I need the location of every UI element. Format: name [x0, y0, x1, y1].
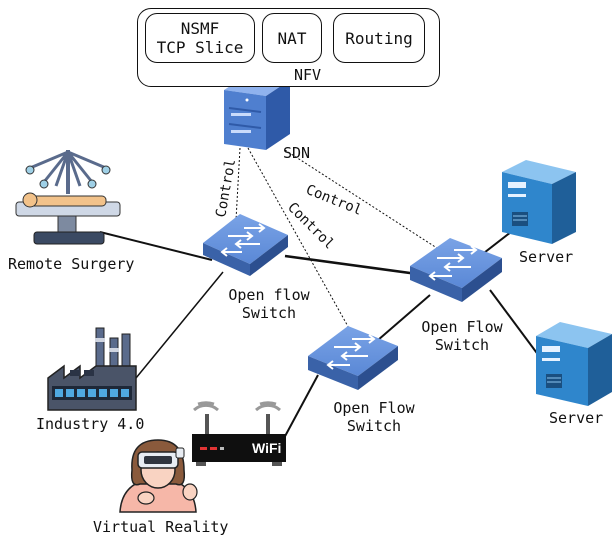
control-label-right: Control [304, 182, 365, 219]
open-flow-switch-bottom-icon [308, 326, 398, 390]
server-top-label: Server [519, 248, 574, 266]
switch-bottom-line1: Open Flow [333, 399, 415, 417]
industry-factory-icon [47, 327, 137, 411]
link-bottom-to-right-switch [377, 294, 431, 341]
control-link-middle [247, 147, 351, 331]
nsmf-label: NSMF [180, 19, 220, 38]
link-wifi-to-bottom-switch [282, 374, 319, 441]
open-flow-switch-bottom-label: Open Flow Switch [324, 399, 424, 435]
server-top-icon [502, 160, 576, 244]
remote-surgery-icon [15, 150, 121, 245]
tcp-slice-label: TCP Slice [156, 38, 244, 57]
sdn-label: SDN [283, 144, 311, 162]
open-flow-switch-right-icon [410, 238, 502, 302]
switch-right-line2: Switch [434, 336, 490, 354]
open-flow-switch-right-label: Open Flow Switch [412, 318, 512, 354]
wifi-label: WiFi [252, 440, 282, 456]
connection-lines [99, 147, 549, 441]
server-bottom-icon [536, 322, 612, 406]
link-surgery-to-left-switch [99, 231, 213, 261]
routing-label: Routing [345, 28, 413, 48]
industry-label: Industry 4.0 [36, 415, 145, 433]
switch-left-line1: Open flow [228, 286, 310, 304]
virtual-reality-label: Virtual Reality [93, 518, 229, 536]
nat-function: NAT [262, 13, 322, 63]
wifi-router-icon [192, 401, 286, 466]
switch-left-line2: Switch [241, 304, 297, 322]
server-bottom-label: Server [549, 409, 604, 427]
switch-bottom-line2: Switch [346, 417, 402, 435]
virtual-reality-user-icon [119, 439, 198, 513]
link-left-switch-to-industry [135, 271, 224, 379]
open-flow-switch-left-icon [203, 214, 288, 276]
routing-function: Routing [333, 13, 425, 63]
control-link-left [235, 147, 241, 221]
remote-surgery-label: Remote Surgery [8, 255, 135, 273]
nfv-label: NFV [294, 66, 322, 84]
switch-right-line1: Open Flow [421, 318, 503, 336]
nat-label: NAT [277, 28, 307, 48]
nsmf-tcp-slice-function: NSMF TCP Slice [145, 13, 255, 63]
link-left-to-right-switch [284, 254, 433, 278]
control-label-left: Control [213, 158, 239, 219]
open-flow-switch-left-label: Open flow Switch [224, 286, 314, 322]
control-link-right [284, 149, 441, 251]
